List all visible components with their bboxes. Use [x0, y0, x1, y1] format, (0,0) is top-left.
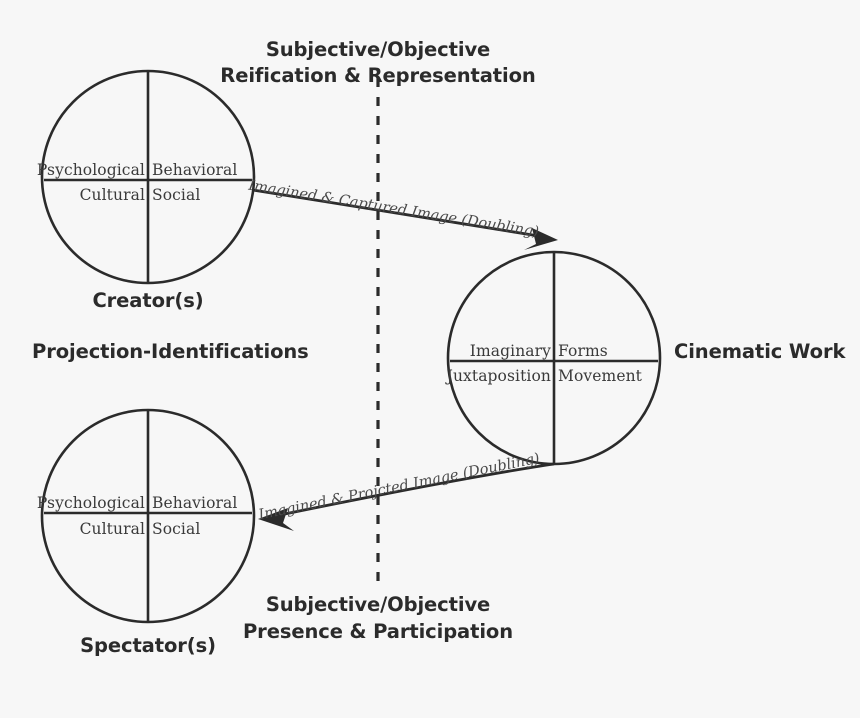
cinematic-work-quadrant-top-left: Imaginary [470, 342, 551, 360]
creator-to-work-arrowhead [524, 228, 558, 250]
cinematic-work-quadrant-bottom-right: Movement [558, 367, 643, 385]
work-to-spectator-label: Imagined & Projcted Image (Doubling) [256, 451, 541, 524]
projection-identifications-label: Projection-Identifications [32, 340, 309, 363]
creator-quadrant-bottom-right: Social [152, 186, 200, 204]
bottom-heading-line2: Presence & Participation [243, 620, 513, 643]
arrow-creator-to-cinematic-work: Imagined & Captured Image (Doubling) [246, 178, 558, 250]
creator-to-work-label: Imagined & Captured Image (Doubling) [246, 178, 540, 241]
spectator-caption: Spectator(s) [80, 634, 216, 657]
cinematic-work-quadrant-bottom-left: Juxtaposition [445, 367, 551, 385]
top-heading-line2: Reification & Representation [220, 64, 535, 87]
spectator-quadrant-top-left: Psychological [37, 494, 145, 512]
creator-quadrant-bottom-left: Cultural [80, 186, 145, 204]
spectator-quadrant-bottom-right: Social [152, 520, 200, 538]
creator-quadrant-top-right: Behavioral [152, 161, 237, 179]
arrow-cinematic-work-to-spectator: Imagined & Projcted Image (Doubling) [256, 451, 555, 531]
node-cinematic-work: Imaginary Forms Juxtaposition Movement [445, 250, 662, 466]
work-to-spectator-arrowhead [258, 508, 294, 531]
top-heading-line1: Subjective/Objective [266, 38, 490, 61]
node-creator: Psychological Behavioral Cultural Social… [37, 69, 256, 312]
creator-caption: Creator(s) [92, 289, 203, 312]
bottom-heading-line1: Subjective/Objective [266, 593, 490, 616]
work-to-spectator-shaft [274, 462, 555, 518]
creator-to-work-shaft [252, 188, 546, 239]
cinematic-work-quadrant-top-right: Forms [558, 342, 608, 360]
creator-quadrant-top-left: Psychological [37, 161, 145, 179]
cinematic-work-label: Cinematic Work [674, 340, 846, 363]
spectator-quadrant-bottom-left: Cultural [80, 520, 145, 538]
node-spectator: Psychological Behavioral Cultural Social… [37, 408, 256, 657]
spectator-quadrant-top-right: Behavioral [152, 494, 237, 512]
